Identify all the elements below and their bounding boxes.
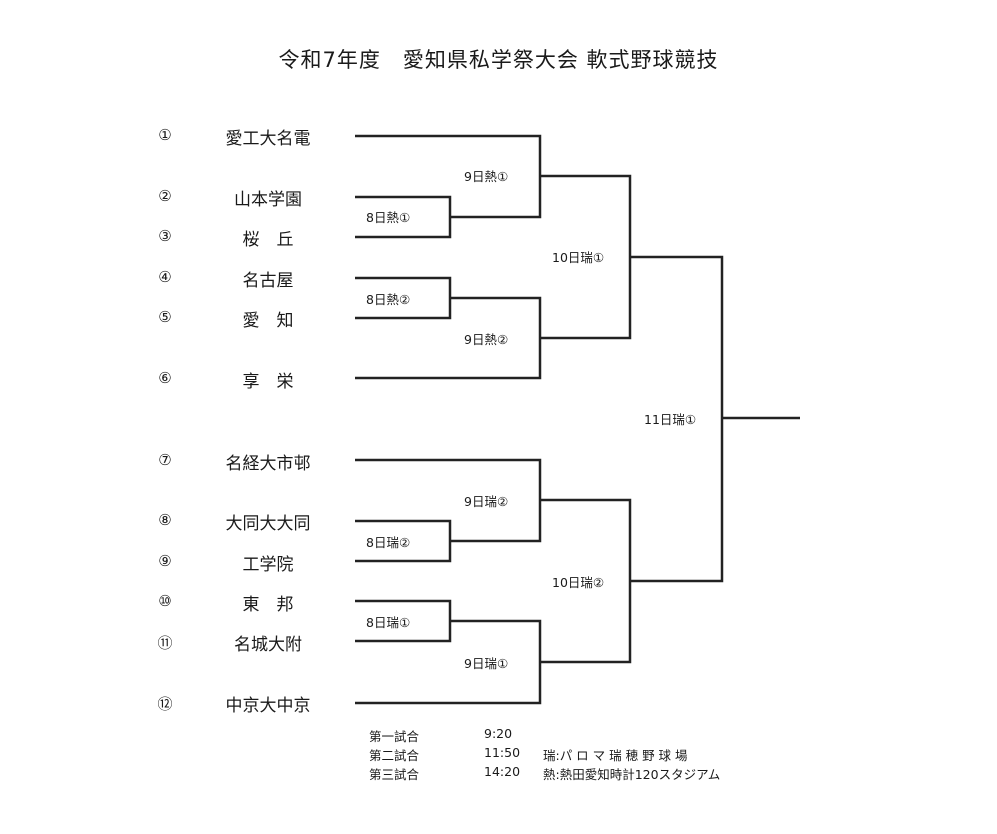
match-label: 9日瑞② <box>464 494 509 509</box>
bracket-line <box>355 519 452 563</box>
team-number: ③ <box>158 227 172 245</box>
team-name: 大同大大同 <box>225 514 311 534</box>
team-name: 山本学園 <box>234 190 302 210</box>
match-label: 9日熱② <box>464 332 509 347</box>
bracket-line <box>355 296 542 380</box>
match-label: 9日熱① <box>464 169 509 184</box>
schedule-time: 14:20 <box>484 764 521 779</box>
bracket-line <box>355 134 542 219</box>
team-number: ⑪ <box>157 634 173 652</box>
match-label: 8日瑞② <box>366 535 411 550</box>
team-name: 名古屋 <box>242 271 294 291</box>
bracket-line <box>355 458 542 543</box>
team-number: ⑦ <box>158 451 172 469</box>
schedule-label: 第一試合 <box>369 729 420 744</box>
schedule-time: 9:20 <box>484 726 513 741</box>
team-name: 桜 丘 <box>242 230 294 250</box>
schedule-label: 第三試合 <box>369 767 420 782</box>
venue-legend: 瑞:パ ロ マ 瑞 穂 野 球 場 <box>543 748 688 763</box>
page-title: 令和7年度 愛知県私学祭大会 軟式野球競技 <box>278 48 719 72</box>
team-number: ⑤ <box>158 308 172 326</box>
match-label: 8日熱① <box>366 210 411 225</box>
venue-legend: 熱:熱田愛知時計120スタジアム <box>543 767 721 782</box>
match-label: 8日熱② <box>366 292 411 307</box>
team-name: 東 邦 <box>242 595 294 615</box>
team-number: ① <box>158 126 172 144</box>
bracket-line <box>355 619 542 705</box>
match-label: 8日瑞① <box>366 615 411 630</box>
team-name: 愛工大名電 <box>225 129 311 149</box>
team-name: 中京大中京 <box>225 696 311 716</box>
match-label: 10日瑞② <box>552 575 605 590</box>
team-name: 愛 知 <box>242 311 294 331</box>
team-number: ⑩ <box>158 592 172 610</box>
team-name: 名経大市邨 <box>225 454 311 474</box>
match-label: 9日瑞① <box>464 656 509 671</box>
team-number: ⑨ <box>158 552 172 570</box>
team-name: 名城大附 <box>234 635 302 655</box>
schedule-label: 第二試合 <box>369 748 420 763</box>
team-number: ② <box>158 187 172 205</box>
team-name: 工学院 <box>242 555 294 575</box>
match-label: 10日瑞① <box>552 250 605 265</box>
team-number: ⑥ <box>158 369 172 387</box>
team-number: ⑧ <box>158 511 172 529</box>
team-number: ⑫ <box>157 695 173 713</box>
team-number: ④ <box>158 268 172 286</box>
schedule-time: 11:50 <box>484 745 521 760</box>
bracket-line <box>355 195 452 239</box>
team-name: 享 栄 <box>242 372 294 392</box>
match-label: 11日瑞① <box>644 412 697 427</box>
